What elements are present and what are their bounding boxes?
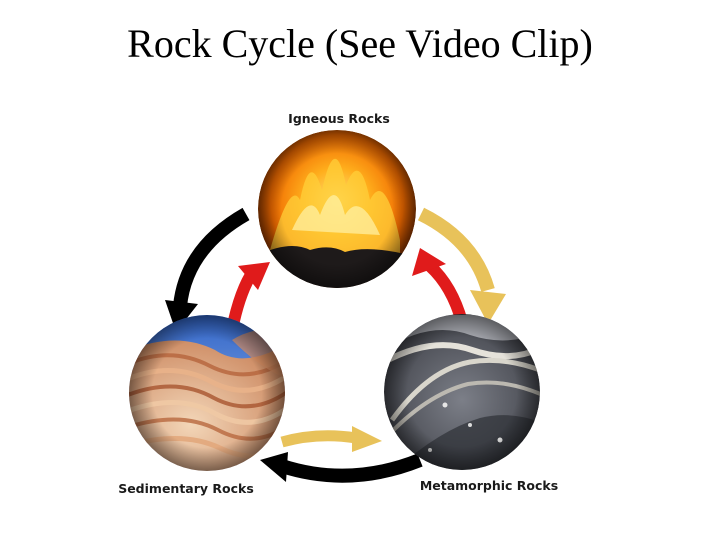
- outer-arrow-metamorphic-to-sedimentary: [282, 460, 420, 476]
- inner-arrow-sedimentary-to-metamorphic: [282, 436, 356, 442]
- sedimentary-rocks-label: Sedimentary Rocks: [118, 481, 254, 496]
- metamorphic-rock-image: [384, 314, 545, 470]
- igneous-rock-image: [258, 130, 420, 300]
- inner-arrow-sedimentary-to-metamorphic-head: [352, 426, 382, 452]
- inner-arrow-metamorphic-to-igneous: [430, 266, 462, 322]
- outer-arrow-igneous-to-sedimentary: [180, 214, 246, 306]
- igneous-rocks-label: Igneous Rocks: [288, 111, 390, 126]
- outer-arrow-metamorphic-to-sedimentary-head: [260, 452, 288, 482]
- sedimentary-rock-image: [125, 312, 290, 480]
- outer-arrow-igneous-to-metamorphic: [421, 214, 488, 290]
- metamorphic-rocks-label: Metamorphic Rocks: [420, 478, 558, 493]
